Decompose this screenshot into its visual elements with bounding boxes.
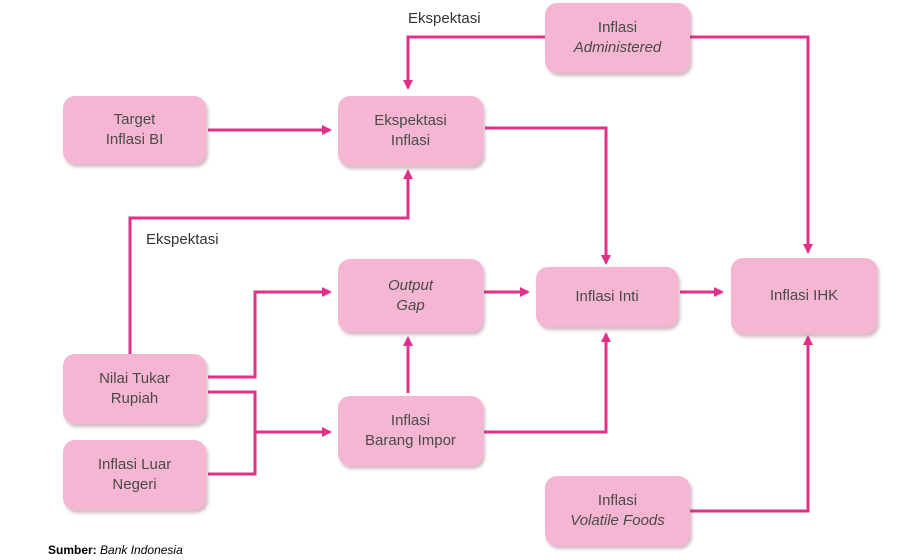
source-note: Sumber: Bank Indonesia <box>48 543 183 557</box>
node-inflasi-volatile-foods: Inflasi Volatile Foods <box>545 476 690 546</box>
arrow-administered-to-ekspektasi <box>403 35 545 90</box>
arrow-nilaitukar-to-ekspektasi <box>128 169 413 354</box>
node-ekspektasi-line1: Ekspektasi <box>374 112 447 129</box>
node-impor-line2: Barang Impor <box>365 432 456 449</box>
node-inflasi-barang-impor: Inflasi Barang Impor <box>338 396 483 466</box>
node-nilaitukar-line1: Nilai Tukar <box>99 370 170 387</box>
node-inflasi-luar-negeri: Inflasi Luar Negeri <box>63 440 206 510</box>
source-prefix: Sumber: <box>48 543 97 557</box>
node-administered-line2: Administered <box>573 39 662 56</box>
label-ekspektasi-top: Ekspektasi <box>408 10 481 27</box>
node-volatile-line1: Inflasi <box>597 492 638 509</box>
node-target-line1: Target <box>113 111 156 128</box>
node-ekspektasi-line2: Inflasi <box>390 132 431 149</box>
node-outputgap-line1: Output <box>387 276 434 294</box>
node-administered-line1: Inflasi <box>597 19 638 36</box>
node-ihk-line1: Inflasi IHK <box>769 287 839 304</box>
node-output-gap: Output Gap <box>338 259 483 332</box>
node-luarnegeri-line1: Inflasi Luar <box>97 456 172 473</box>
arrow-barangimpor-to-inti <box>484 332 611 434</box>
node-outputgap-line2: Gap <box>396 296 425 314</box>
node-volatile-line2: Volatile Foods <box>570 512 665 529</box>
arrow-nilaitukar-to-outputgap <box>208 287 332 379</box>
node-inti-line1: Inflasi Inti <box>575 288 639 305</box>
source-name: Bank Indonesia <box>100 543 183 557</box>
node-impor-line1: Inflasi <box>390 412 431 429</box>
node-ekspektasi-inflasi: Ekspektasi Inflasi <box>338 96 483 166</box>
line-luarnegeri-to-impor <box>208 432 257 476</box>
node-target-line2: Inflasi BI <box>105 131 164 148</box>
node-luarnegeri-line2: Negeri <box>112 476 157 493</box>
node-target-inflasi-bi: Target Inflasi BI <box>63 96 206 164</box>
node-inflasi-inti: Inflasi Inti <box>536 267 678 327</box>
node-nilaitukar-line2: Rupiah <box>110 390 159 407</box>
node-nilai-tukar-rupiah: Nilai Tukar Rupiah <box>63 354 206 424</box>
line-nilaitukar-to-impor <box>208 390 257 432</box>
node-inflasi-administered: Inflasi Administered <box>545 3 690 73</box>
node-inflasi-ihk: Inflasi IHK <box>731 258 877 334</box>
arrow-administered-to-ihk <box>690 35 813 254</box>
label-ekspektasi-left: Ekspektasi <box>146 231 219 248</box>
arrow-volatile-to-ihk <box>690 335 813 513</box>
arrow-ekspektasi-to-inti <box>485 126 611 265</box>
